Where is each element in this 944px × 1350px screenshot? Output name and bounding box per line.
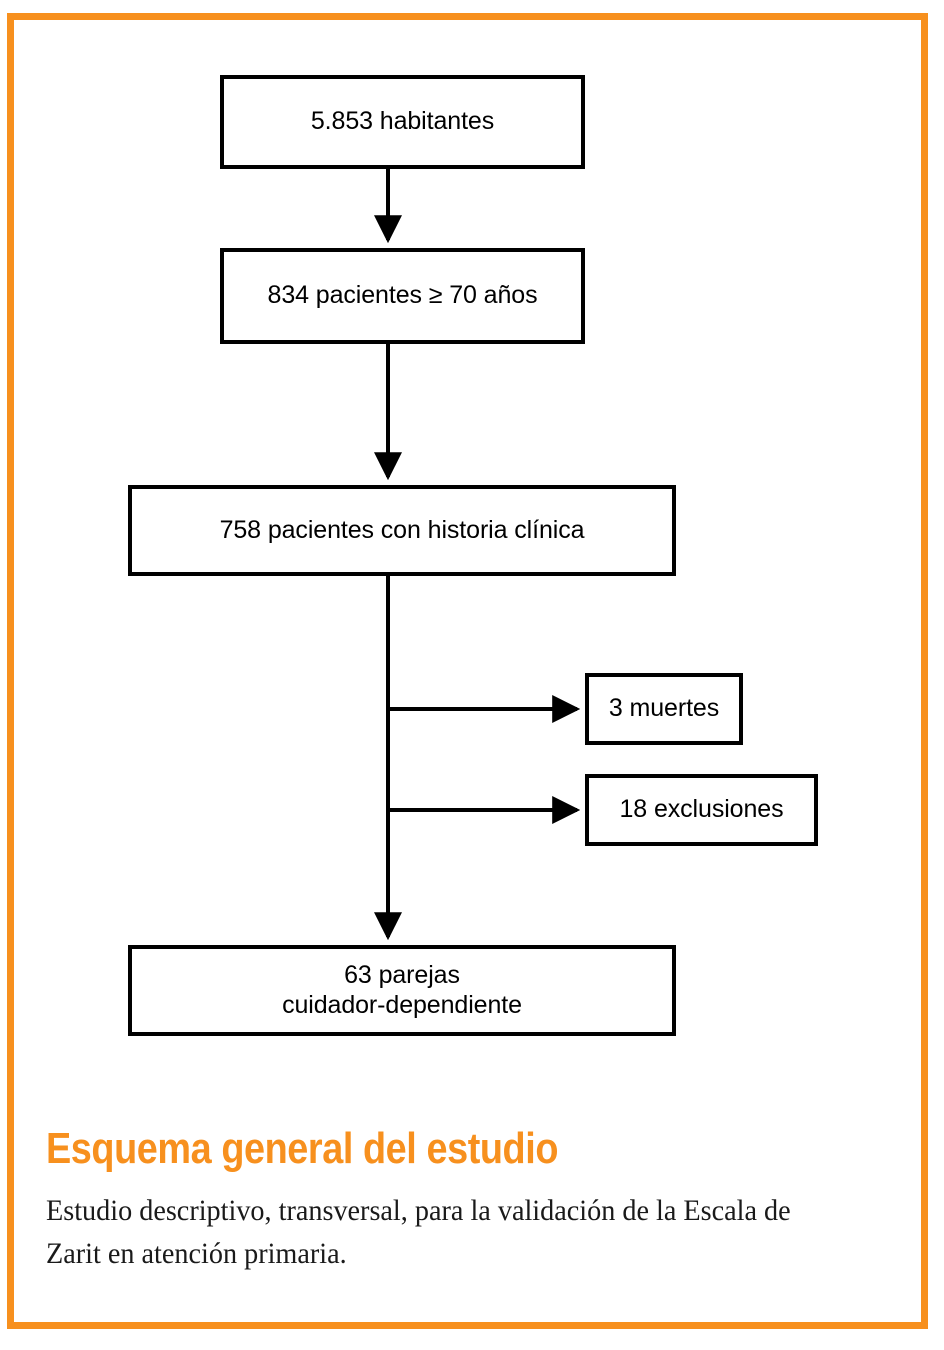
flow-node-exclusiones: 18 exclusiones [585,774,818,846]
flow-node-pacientes-70-anos: 834 pacientes ≥ 70 años [220,248,585,344]
flow-node-parejas-cuidador-dependiente: 63 parejas cuidador-dependiente [128,945,676,1036]
flow-node-muertes: 3 muertes [585,673,743,745]
figure-caption-text: Estudio descriptivo, transversal, para l… [46,1194,791,1270]
figure-caption: Esquema general del estudio Estudio desc… [46,1124,896,1275]
orange-figure-frame [7,13,928,1329]
flow-node-habitantes: 5.853 habitantes [220,75,585,169]
flowchart: 5.853 habitantes 834 pacientes ≥ 70 años… [128,75,818,1036]
figure-caption-title: Esquema general del estudio [46,1124,559,1173]
flow-node-pacientes-historia-clinica: 758 pacientes con historia clínica [128,485,676,576]
